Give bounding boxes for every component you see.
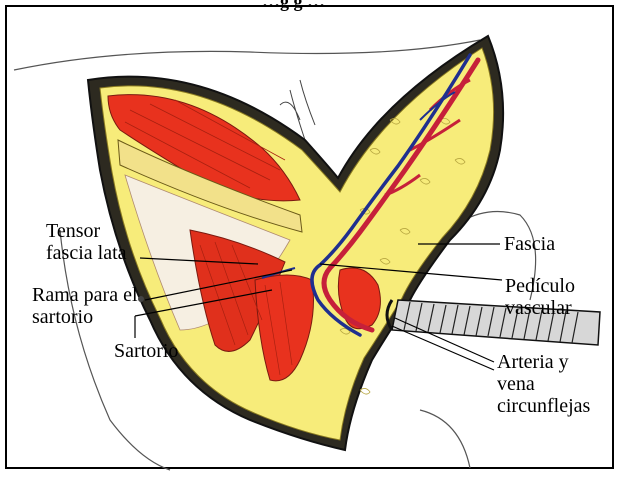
rama-marker	[138, 296, 144, 302]
title-fragment: …g g …	[262, 0, 325, 12]
label-pediculo-vascular: Pedículo vascular	[505, 275, 575, 319]
label-arteria-y-vena-circunflejas: Arteria y vena circunflejas	[497, 351, 590, 417]
label-fascia: Fascia	[504, 233, 555, 255]
label-rama-para-el-sartorio: Rama para el sartorio	[32, 284, 138, 328]
label-tensor-fascia-lata: Tensor fascia lata	[46, 220, 127, 264]
label-sartorio: Sartorio	[114, 340, 178, 362]
body-outline-left	[14, 40, 480, 70]
body-outline-bottom	[420, 410, 470, 468]
